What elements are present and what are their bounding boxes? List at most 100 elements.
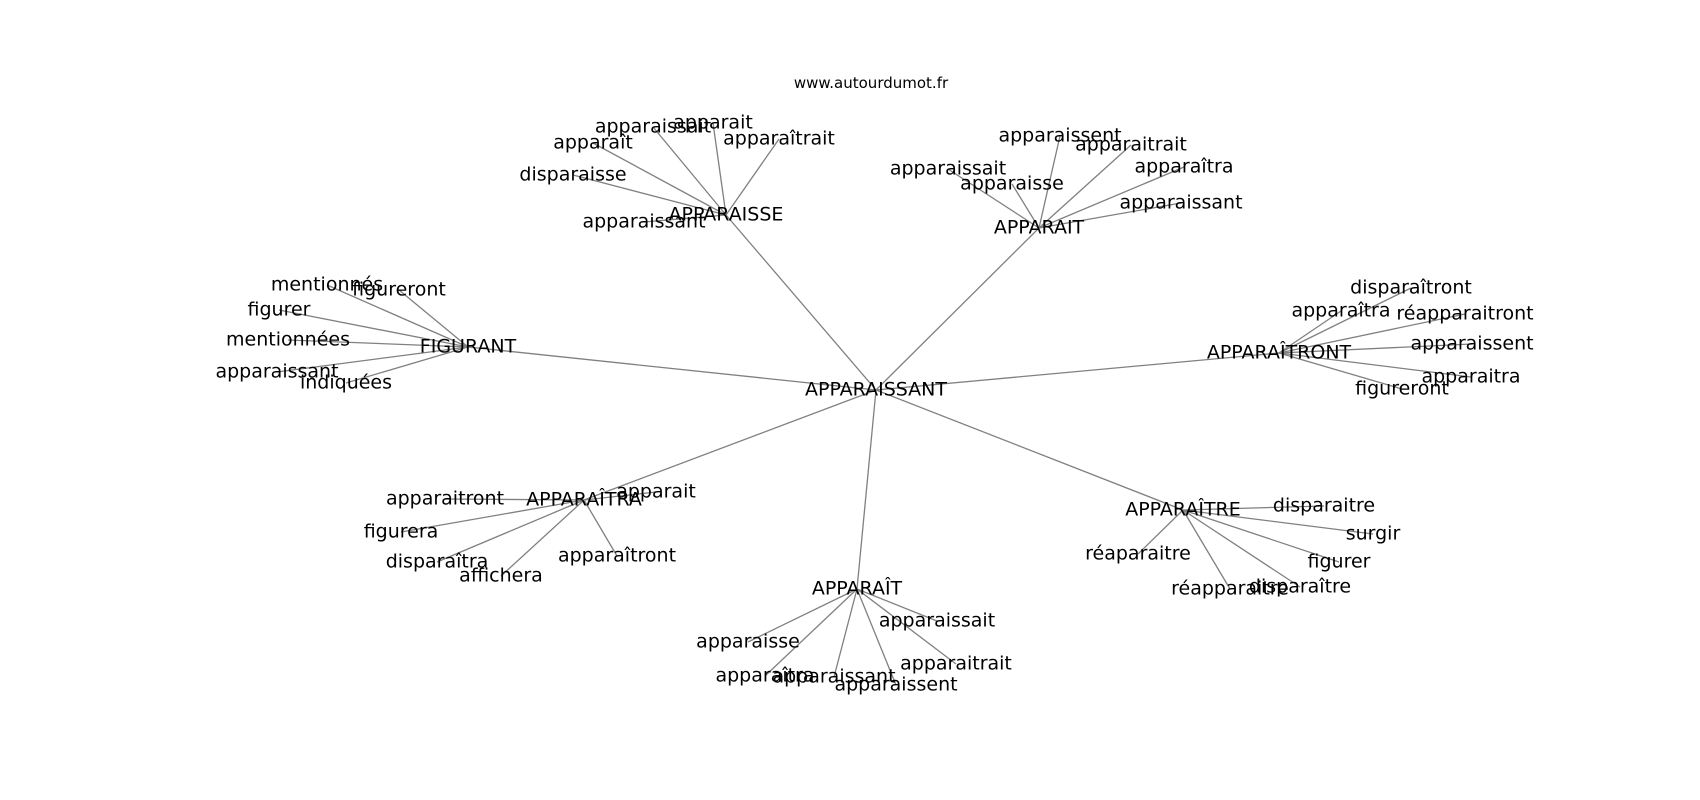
edge-center-hub [583, 389, 877, 501]
leaf-node-label: affichera [459, 565, 543, 587]
leaf-node-label: apparaîtra [1291, 300, 1390, 322]
leaf-node-label: disparaîtra [386, 551, 489, 573]
source-label: www.autourdumot.fr [794, 74, 949, 92]
leaf-node-label: apparaîtront [558, 545, 676, 567]
leaf-node-label: apparaît [553, 132, 633, 154]
leaf-node-label: figurera [364, 521, 439, 543]
leaf-node-label: apparaissant [1119, 192, 1242, 214]
edge-hub-leaf [747, 588, 858, 643]
edge-hub-leaf [856, 588, 938, 622]
edge-hub-leaf [436, 499, 585, 563]
edge-hub-leaf [398, 289, 469, 348]
edge-hub-leaf [856, 588, 897, 686]
hub-node-label: APPARAIT [994, 217, 1085, 239]
center-node-label: APPARAISSANT [805, 379, 947, 401]
edge-hub-leaf [1038, 166, 1185, 229]
edge-hub-leaf [1182, 509, 1340, 563]
leaf-node-label: apparaissant [582, 211, 705, 233]
edge-center-hub [875, 389, 1184, 511]
leaf-node-label: indiquées [300, 372, 392, 394]
edge-hub-leaf [725, 138, 780, 216]
edge-center-hub [856, 389, 877, 590]
leaf-node-label: disparaitre [1273, 495, 1375, 517]
leaf-node-label: disparaître [1249, 576, 1351, 598]
edge-hub-leaf [652, 126, 727, 216]
edge-center-hub [875, 352, 1280, 391]
leaf-node-label: apparait [673, 112, 753, 134]
graph-edges [276, 122, 1473, 686]
edge-hub-leaf [1038, 135, 1061, 229]
leaf-node-label: réaparaitre [1085, 543, 1191, 565]
leaf-node-label: figureront [1355, 378, 1449, 400]
leaf-node-label: apparait [616, 481, 696, 503]
edge-center-hub [875, 227, 1040, 391]
edge-hub-leaf [1182, 505, 1325, 511]
edge-hub-leaf [1278, 352, 1403, 390]
edge-hub-leaf [1278, 313, 1466, 354]
leaf-node-label: apparaissent [998, 125, 1121, 147]
hub-node-label: APPARAÎTRA [526, 488, 642, 511]
hub-node-label: APPARAISSE [669, 204, 784, 226]
edge-hub-leaf [278, 309, 469, 348]
leaf-node-label: apparaissent [834, 674, 957, 696]
leaf-node-label: apparaîtrait [723, 128, 835, 150]
leaf-node-label: mentionnées [226, 329, 350, 351]
leaf-node-label: apparaissait [890, 158, 1006, 180]
edge-hub-leaf [287, 339, 469, 348]
leaf-node-label: apparaisse [960, 173, 1064, 195]
edge-hub-leaf [1137, 509, 1184, 555]
hub-node-label: APPARAÎT [812, 577, 903, 600]
leaf-node-label: apparaissait [879, 610, 995, 632]
edge-hub-leaf [1182, 509, 1231, 590]
edge-hub-leaf [947, 168, 1040, 229]
leaf-node-label: apparaissant [772, 666, 895, 688]
leaf-node-label: apparaitrait [900, 653, 1012, 675]
leaf-node-label: apparaitra [1421, 366, 1520, 388]
leaf-node-label: apparaissent [1410, 333, 1533, 355]
edge-hub-leaf [1278, 343, 1473, 354]
edge-hub-leaf [643, 214, 727, 223]
edge-hub-leaf [1182, 509, 1301, 588]
edge-hub-leaf [1182, 509, 1374, 535]
leaf-node-label: apparaitrait [1075, 134, 1187, 156]
leaf-node-label: apparaisse [696, 631, 800, 653]
edge-hub-leaf [764, 588, 858, 677]
edge-center-hub [725, 214, 877, 391]
leaf-node-label: apparaîtra [1134, 156, 1233, 178]
leaf-node-label: figurer [1308, 551, 1371, 573]
edge-hub-leaf [712, 122, 727, 216]
leaf-node-label: figurer [248, 299, 311, 321]
hub-node-label: FIGURANT [420, 336, 517, 358]
edge-hub-leaf [856, 588, 957, 665]
hub-node-label: APPARAÎTRE [1125, 498, 1241, 521]
leaf-node-label: apparaitront [386, 488, 504, 510]
leaf-node-label: figureront [352, 279, 446, 301]
leaf-node-label: apparaîtra [715, 665, 814, 687]
edge-hub-leaf [1278, 310, 1342, 354]
edge-hub-leaf [500, 499, 585, 577]
leaf-node-label: surgir [1346, 523, 1401, 545]
leaf-node-label: réapparaitre [1171, 578, 1289, 600]
edge-hub-leaf [833, 588, 858, 678]
leaf-node-label: apparaissant [215, 361, 338, 383]
edge-hub-leaf [1278, 287, 1412, 354]
edge-hub-leaf [444, 498, 585, 501]
edge-hub-leaf [1038, 144, 1132, 229]
edge-hub-leaf [400, 499, 585, 533]
edge-hub-leaf [592, 142, 727, 216]
hub-node-label: APPARAÎTRONT [1207, 341, 1352, 364]
edge-hub-leaf [583, 499, 618, 557]
leaf-node-label: disparaisse [519, 164, 626, 186]
edge-center-hub [467, 346, 877, 391]
edge-hub-leaf [326, 284, 469, 348]
edge-hub-leaf [1278, 352, 1472, 378]
leaf-node-label: apparaissait [595, 116, 711, 138]
edge-hub-leaf [1011, 183, 1040, 229]
edge-hub-leaf [583, 491, 657, 501]
edge-hub-leaf [572, 174, 727, 216]
leaf-node-label: réapparaitront [1396, 303, 1533, 325]
leaf-node-label: mentionnés [271, 274, 383, 296]
